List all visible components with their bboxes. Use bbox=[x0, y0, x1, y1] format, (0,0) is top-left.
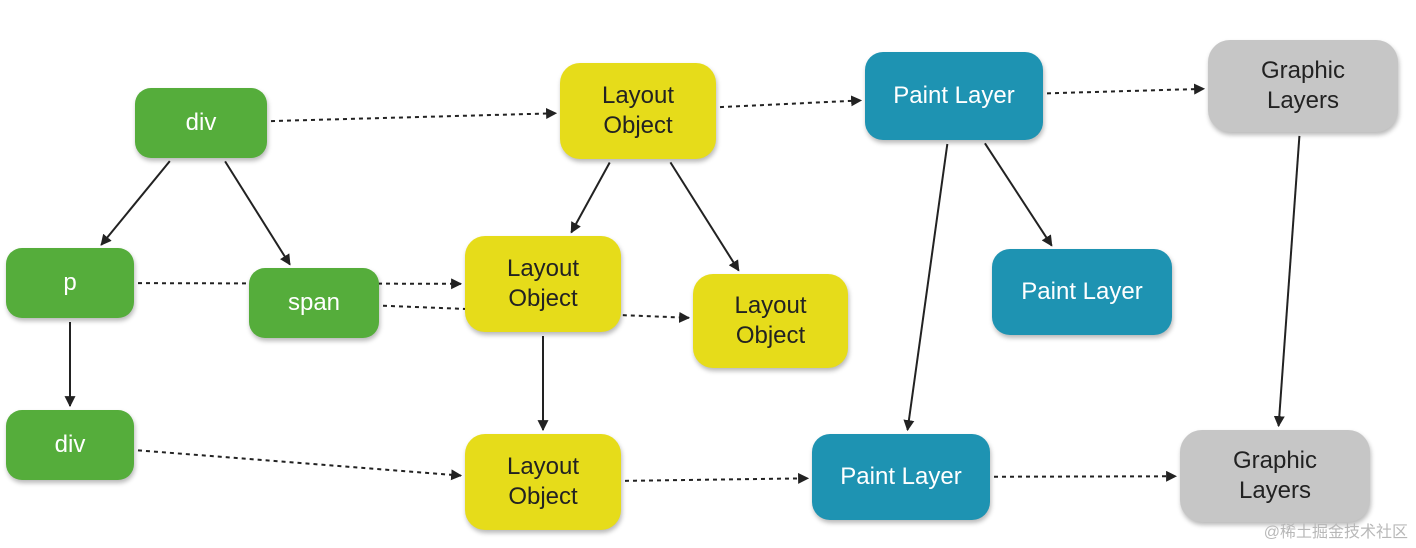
node-label: Paint Layer bbox=[893, 82, 1015, 109]
solid-arrow-paint_layer_top-to-paint_layer_middle bbox=[984, 142, 1053, 247]
node-label: Graphic Layers bbox=[1232, 447, 1318, 504]
node-label: p bbox=[63, 269, 77, 296]
solid-arrow-paint_layer_top-to-paint_layer_bottom bbox=[903, 143, 949, 432]
node-label: div bbox=[185, 109, 217, 136]
node-label: Layout Object bbox=[506, 255, 580, 312]
solid-arrow-graphic_layers_top-to-graphic_layers_bottom bbox=[1273, 135, 1301, 428]
dashed-arrow-layout_object_bottom-to-paint_layer_bottom bbox=[624, 472, 810, 484]
node-label: Paint Layer bbox=[840, 463, 962, 490]
dashed-arrow-div_bottom-to-layout_object_bottom bbox=[137, 449, 463, 481]
paint-layer-top: Paint Layer bbox=[865, 52, 1043, 140]
node-label: Layout Object bbox=[601, 82, 675, 139]
graphic-layers-bottom: Graphic Layers bbox=[1180, 430, 1370, 522]
solid-arrow-layout_object_top-to-layout_object_middle bbox=[570, 162, 611, 234]
node-label: Layout Object bbox=[506, 453, 580, 510]
graphic-layers-top: Graphic Layers bbox=[1208, 40, 1398, 132]
node-label: Paint Layer bbox=[1021, 278, 1143, 305]
dashed-arrow-div_top-to-layout_object_top bbox=[270, 108, 558, 123]
layout-object-middle: Layout Object bbox=[465, 236, 621, 332]
layout-object-right: Layout Object bbox=[693, 274, 848, 368]
watermark: @稀土掘金技术社区 bbox=[1263, 524, 1408, 541]
dom-node-div-top: div bbox=[135, 88, 267, 158]
node-label: span bbox=[287, 289, 341, 316]
node-label: Graphic Layers bbox=[1260, 57, 1346, 114]
dom-node-span: span bbox=[249, 268, 379, 338]
solid-arrow-div_top-to-span bbox=[224, 160, 291, 266]
paint-layer-middle: Paint Layer bbox=[992, 249, 1172, 335]
node-label: Layout Object bbox=[734, 292, 807, 349]
layout-object-bottom: Layout Object bbox=[465, 434, 621, 530]
dashed-arrow-layout_object_top-to-paint_layer_top bbox=[719, 95, 863, 109]
paint-layer-bottom: Paint Layer bbox=[812, 434, 990, 520]
layout-object-top: Layout Object bbox=[560, 63, 716, 159]
node-label: div bbox=[54, 431, 86, 458]
dom-node-p: p bbox=[6, 248, 134, 318]
dom-node-div-bottom: div bbox=[6, 410, 134, 480]
dashed-arrow-paint_layer_top-to-graphic_layers_top bbox=[1046, 83, 1206, 95]
solid-arrow-div_top-to-p bbox=[100, 160, 171, 246]
solid-arrow-layout_object_top-to-layout_object_right bbox=[669, 161, 740, 272]
